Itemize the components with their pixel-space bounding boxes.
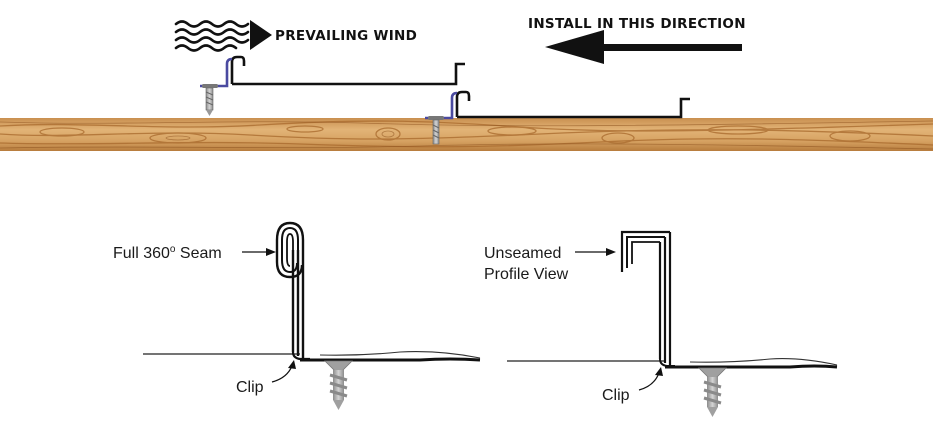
profile-label-line1: Unseamed [484,245,561,262]
prevailing-wind-label: PREVAILING WIND [275,28,417,44]
metal-panel-upper [230,55,465,86]
profile-label-line2: Profile View [484,266,569,283]
seam-label: Full 360o Seam [113,244,222,262]
screw-upper-icon [202,84,218,116]
clip-label-left: Clip [236,379,264,396]
clip-label-right: Clip [602,387,630,404]
profile-detail-right [507,230,838,369]
wind-arrowhead-icon [250,20,272,50]
screw-lower-icon [428,116,444,145]
clip-leader-left-icon [271,365,293,383]
clip-leader-right-icon [638,372,660,391]
metal-panel-lower [455,90,690,119]
clip-arrowhead-left-icon [288,360,296,369]
screw-left-icon [324,360,353,410]
install-direction-label: INSTALL IN THIS DIRECTION [528,16,746,32]
screw-right-icon [698,367,727,417]
install-direction-arrow-icon [545,30,742,64]
seam-detail-left [143,221,481,362]
seam-arrowhead-icon [266,248,276,256]
wood-deck [0,118,933,151]
clip-arrowhead-right-icon [655,367,663,376]
clip-upper [200,57,233,88]
wind-icon [174,20,250,52]
profile-arrowhead-icon [606,248,616,256]
clip-lower [425,91,458,120]
